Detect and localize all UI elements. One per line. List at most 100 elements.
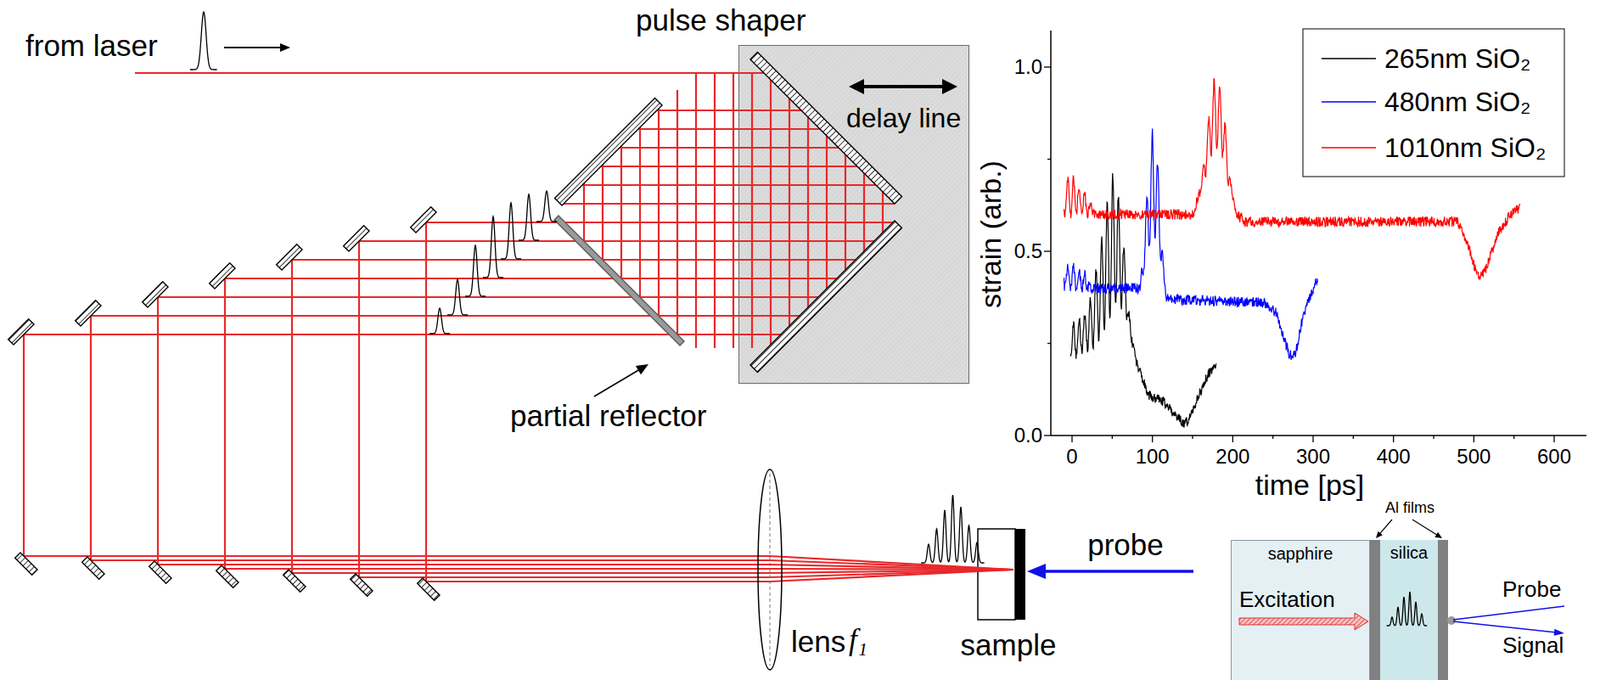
lens-axis <box>769 473 771 666</box>
cavity-beam <box>658 314 800 317</box>
cavity-beam <box>676 89 679 335</box>
inset-pulse-train <box>1386 592 1428 626</box>
legend-box <box>1302 28 1565 177</box>
cavity-beam <box>620 145 623 279</box>
text-holder: 400 <box>1376 444 1411 469</box>
leader-arrow-head <box>635 364 649 375</box>
output-beam <box>23 334 1014 570</box>
axis-tick <box>1191 435 1193 439</box>
sample-substrate <box>977 528 1016 620</box>
axis-tick <box>1352 435 1354 439</box>
mirror-symbol <box>276 244 303 270</box>
axis-tick-label: 300 <box>1296 444 1331 469</box>
leader-arrow-head <box>1375 531 1383 539</box>
annotation-label: lens <box>791 624 846 659</box>
cavity-beam <box>732 72 735 349</box>
text-holder: Signal <box>1502 633 1564 659</box>
output-beam <box>291 259 1014 573</box>
cavity-beam <box>601 164 604 260</box>
text-holder: delay line <box>846 102 961 135</box>
text-holder: pulse shaper <box>635 3 806 38</box>
text-holder: Al films <box>1385 499 1435 517</box>
text-holder: 0.5 <box>1014 239 1043 264</box>
output-beam <box>224 278 1014 570</box>
excitation-arrow <box>1239 612 1369 630</box>
probe-beam <box>1453 606 1565 620</box>
mirror-symbol <box>750 220 902 372</box>
axis-tick-label: 0.5 <box>1014 239 1043 264</box>
pulse-shaper-box: pulse shaperdelay line <box>738 44 970 384</box>
axis-tick <box>1044 434 1051 436</box>
annotation-label: probe <box>1087 527 1164 562</box>
text-holder: 300 <box>1296 444 1331 469</box>
x-axis <box>1050 434 1587 437</box>
input-pulse <box>190 11 218 70</box>
cavity-beam <box>656 109 802 112</box>
mirror-symbol <box>75 300 102 326</box>
legend-text: 265nm SiO₂ <box>1384 43 1532 75</box>
mirror-symbol <box>343 225 370 252</box>
strain-chart <box>1044 28 1587 443</box>
pulse-train <box>920 494 984 563</box>
mirror-symbol <box>555 98 663 206</box>
axis-tick <box>1047 342 1051 344</box>
output-beam <box>90 315 1014 570</box>
axis-tick <box>1071 435 1073 443</box>
lens-outline <box>757 469 782 670</box>
silica-fill <box>1380 539 1438 680</box>
axis-tick <box>1553 435 1555 443</box>
pulse-symbols <box>190 11 985 563</box>
lens-symbol <box>757 469 782 670</box>
sample-film <box>1015 528 1026 620</box>
annotation-label: Excitation <box>1239 587 1336 613</box>
cavity-beam <box>863 173 865 252</box>
axis-tick-label: 600 <box>1537 444 1572 469</box>
direction-arrow <box>224 46 282 49</box>
delay-arrow <box>860 84 945 89</box>
node-text: sapphire <box>1268 544 1334 564</box>
axis-tick-label: 100 <box>1135 444 1170 469</box>
al-film <box>1369 539 1381 680</box>
text-holder: sapphire <box>1268 544 1334 564</box>
al-film <box>1437 539 1449 680</box>
text-holder: partial reflector <box>510 398 707 433</box>
text-holder: f₁ <box>848 623 868 657</box>
axis-title: time [ps] <box>1255 468 1365 502</box>
annotation-label: from laser <box>25 28 158 63</box>
axis-tick-label: 400 <box>1376 444 1411 469</box>
pulse-shaper-ground <box>738 44 970 384</box>
delay-arrow-head <box>848 78 865 95</box>
text-holder: Excitation <box>1239 587 1336 613</box>
sapphire-fill <box>1230 539 1370 680</box>
output-pulse <box>500 202 522 259</box>
text-holder: 200 <box>1215 444 1250 469</box>
cavity-beam <box>713 72 716 349</box>
cavity-beam <box>639 127 641 298</box>
node-text: silica <box>1390 543 1428 563</box>
output-pulse <box>429 308 450 334</box>
axis-tick <box>1312 435 1314 443</box>
axis-tick-label: 500 <box>1456 444 1491 469</box>
text-holder: silica <box>1390 543 1428 563</box>
cavity-beam <box>582 184 876 186</box>
cavity-beam <box>621 277 837 280</box>
text-holder: lens <box>791 624 846 659</box>
output-beam <box>426 222 1014 582</box>
output-pulse <box>482 216 504 278</box>
output-beam <box>157 297 1014 570</box>
mirror-symbol <box>209 263 236 289</box>
axis-tick <box>1047 158 1051 160</box>
data-trace <box>1064 128 1319 360</box>
cavity-beam <box>619 146 839 149</box>
axis-tick <box>1392 435 1394 443</box>
text-holder: 1.0 <box>1014 55 1043 79</box>
cavity-beam <box>751 72 753 349</box>
probe-arrow <box>1042 569 1194 573</box>
node-text: delay line <box>846 102 961 135</box>
node-text: pulse shaper <box>635 3 806 38</box>
cavity-beam <box>769 79 772 345</box>
annotation-label: partial reflector <box>510 398 707 433</box>
axis-tick <box>1473 435 1475 443</box>
